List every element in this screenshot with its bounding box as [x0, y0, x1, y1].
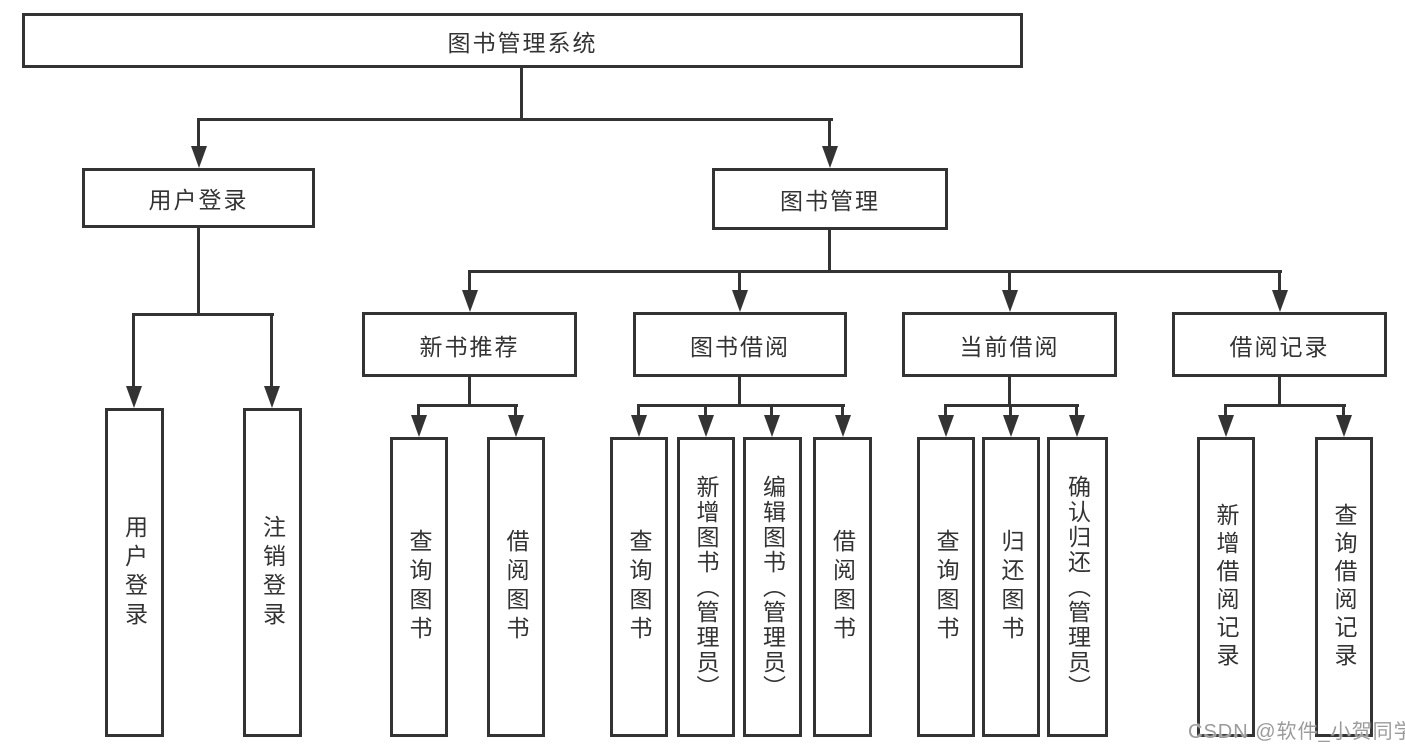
node-borrowing-records: 借阅记录 — [1172, 312, 1387, 377]
edge-root-stub — [520, 66, 523, 120]
edge-arrow-book-management — [821, 118, 838, 168]
node-leaf-add-borrow-record: 新增借阅记录 — [1197, 437, 1255, 737]
edge-borrow-record-stub — [1278, 375, 1281, 406]
edge-arrow-return-book — [1002, 404, 1019, 437]
edge-new-book-stub — [468, 375, 471, 406]
node-label: 新增图书（管理员） — [693, 474, 719, 700]
node-book-management: 图书管理 — [712, 168, 948, 230]
edge-arrow-add-record — [1217, 404, 1234, 437]
node-library-management-system: 图书管理系统 — [22, 13, 1023, 68]
edge-arrow-query-book-1 — [410, 404, 427, 437]
edge-user-login-stub — [197, 226, 200, 315]
edge-book-management-stub — [828, 228, 831, 272]
edge-user-login-hline — [133, 313, 274, 316]
csdn-watermark: CSDN @软件_小贺同学 — [1188, 721, 1405, 743]
node-label: 查询借阅记录 — [1331, 503, 1357, 671]
node-label: 当前借阅 — [959, 333, 1060, 360]
node-label: 查询图书 — [406, 529, 432, 645]
node-label: 图书管理系统 — [447, 29, 598, 56]
node-label: 用户登录 — [148, 187, 249, 213]
edge-arrow-login — [125, 313, 142, 408]
node-leaf-query-book-2: 查询图书 — [610, 437, 668, 737]
node-label: 借阅图书 — [503, 529, 529, 645]
node-label: 图书借阅 — [690, 333, 790, 360]
node-leaf-user-login: 用户登录 — [105, 408, 164, 737]
edge-level1-hline — [197, 118, 833, 121]
node-leaf-query-book-3: 查询图书 — [917, 437, 975, 737]
edge-arrow-add-book — [697, 404, 714, 437]
edge-new-book-hline — [418, 404, 518, 407]
node-leaf-edit-book-admin: 编辑图书（管理员） — [743, 437, 802, 737]
node-label: 编辑图书（管理员） — [759, 474, 786, 700]
edge-arrow-query-record — [1335, 404, 1352, 437]
node-leaf-borrow-book-1: 借阅图书 — [487, 437, 545, 737]
edge-arrow-new-book — [461, 270, 478, 312]
node-label: 注销登录 — [259, 514, 286, 631]
edge-arrow-logout — [263, 313, 280, 408]
node-label: 用户登录 — [121, 514, 148, 631]
edge-borrow-record-hline — [1225, 404, 1346, 407]
edge-level2-hline — [469, 270, 1282, 273]
node-leaf-borrow-book-2: 借阅图书 — [813, 437, 872, 737]
node-label: 借阅记录 — [1229, 333, 1330, 360]
edge-arrow-confirm-return — [1068, 404, 1085, 437]
edge-current-borrow-hline — [945, 404, 1079, 407]
edge-arrow-current-borrow — [1001, 270, 1018, 312]
edge-book-borrow-stub — [738, 375, 741, 406]
edge-current-borrow-stub — [1008, 375, 1011, 406]
node-leaf-query-borrow-record: 查询借阅记录 — [1315, 437, 1373, 737]
edge-arrow-edit-book — [763, 404, 780, 437]
node-current-borrowing: 当前借阅 — [902, 312, 1117, 377]
edge-arrow-borrow-book-1 — [507, 404, 524, 437]
node-label: 新增借阅记录 — [1213, 503, 1239, 671]
node-new-book-recommend: 新书推荐 — [362, 312, 577, 377]
edge-arrow-book-borrow — [731, 270, 748, 312]
edge-arrow-user-login — [190, 118, 207, 168]
node-label: 借阅图书 — [829, 529, 856, 645]
edge-arrow-query-book-2 — [630, 404, 647, 437]
edge-book-borrow-hline — [638, 404, 845, 407]
node-label: 确认归还（管理员） — [1064, 474, 1091, 700]
node-label: 新书推荐 — [419, 333, 520, 360]
node-label: 查询图书 — [626, 529, 652, 645]
node-label: 图书管理 — [780, 188, 880, 214]
edge-arrow-query-book-3 — [937, 404, 954, 437]
node-leaf-return-book: 归还图书 — [982, 437, 1040, 737]
node-book-borrowing: 图书借阅 — [633, 312, 847, 377]
edge-arrow-borrow-book-2 — [834, 404, 851, 437]
edge-arrow-borrow-record — [1271, 270, 1288, 312]
node-leaf-query-book-1: 查询图书 — [390, 437, 448, 737]
node-label: 归还图书 — [998, 529, 1024, 645]
node-leaf-confirm-return-admin: 确认归还（管理员） — [1047, 437, 1108, 737]
node-label: 查询图书 — [933, 529, 959, 645]
node-leaf-logout: 注销登录 — [243, 408, 302, 737]
node-user-login: 用户登录 — [82, 168, 315, 228]
node-leaf-add-book-admin: 新增图书（管理员） — [677, 437, 735, 737]
